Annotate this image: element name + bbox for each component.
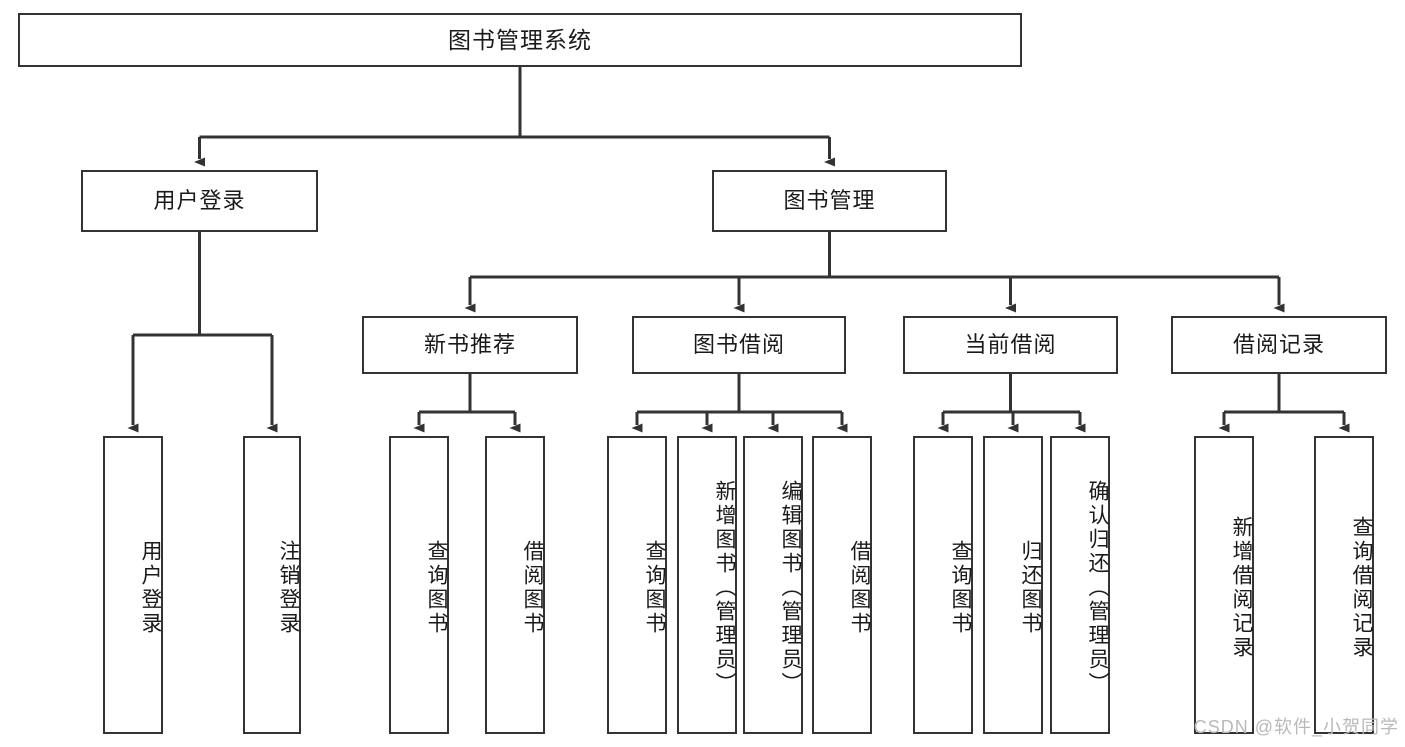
node-root[interactable]: 图书管理系统 [18,13,1022,67]
node-current-borrow[interactable]: 当前借阅 [903,316,1118,374]
node-label: 查询图书 [425,540,448,636]
node-label: 查询借阅记录 [1350,516,1373,660]
node-leaf-query-book-3[interactable]: 查询图书 [913,436,973,734]
node-leaf-query-book-2[interactable]: 查询图书 [607,436,667,734]
node-label: 查询图书 [949,540,972,636]
node-book-manage[interactable]: 图书管理 [712,170,947,232]
node-leaf-return-book[interactable]: 归还图书 [983,436,1043,734]
node-leaf-query-record[interactable]: 查询借阅记录 [1314,436,1374,734]
watermark: CSDN @软件_小贺同学 [1193,717,1399,737]
node-borrow-record[interactable]: 借阅记录 [1171,316,1387,374]
node-label: 新增图书（管理员） [713,480,736,696]
node-leaf-user-login[interactable]: 用户登录 [103,436,163,734]
node-label: 当前借阅 [964,332,1057,358]
node-label: 注销登录 [277,540,300,636]
node-leaf-edit-book[interactable]: 编辑图书（管理员） [743,436,803,734]
node-label: 查询图书 [643,540,666,636]
node-user-login[interactable]: 用户登录 [81,170,318,232]
node-label: 新增借阅记录 [1230,516,1253,660]
node-label: 编辑图书（管理员） [779,480,802,696]
node-leaf-logout[interactable]: 注销登录 [243,436,301,734]
node-label: 确认归还（管理员） [1086,480,1109,696]
node-leaf-add-book[interactable]: 新增图书（管理员） [677,436,737,734]
node-label: 图书管理系统 [448,26,592,53]
node-label: 借阅图书 [521,540,544,636]
node-leaf-borrow-book-1[interactable]: 借阅图书 [485,436,545,734]
node-label: 新书推荐 [423,332,516,358]
node-leaf-add-record[interactable]: 新增借阅记录 [1194,436,1254,734]
node-book-borrow[interactable]: 图书借阅 [632,316,846,374]
node-leaf-query-book-1[interactable]: 查询图书 [389,436,449,734]
node-label: 用户登录 [139,540,162,636]
node-label: 借阅图书 [848,540,871,636]
node-label: 借阅记录 [1232,332,1325,358]
node-label: 归还图书 [1019,540,1042,636]
node-label: 图书借阅 [692,332,785,358]
node-label: 图书管理 [783,188,876,214]
node-new-book-rec[interactable]: 新书推荐 [362,316,578,374]
node-leaf-borrow-book-2[interactable]: 借阅图书 [812,436,872,734]
node-leaf-confirm-return[interactable]: 确认归还（管理员） [1050,436,1110,734]
node-label: 用户登录 [153,188,246,214]
